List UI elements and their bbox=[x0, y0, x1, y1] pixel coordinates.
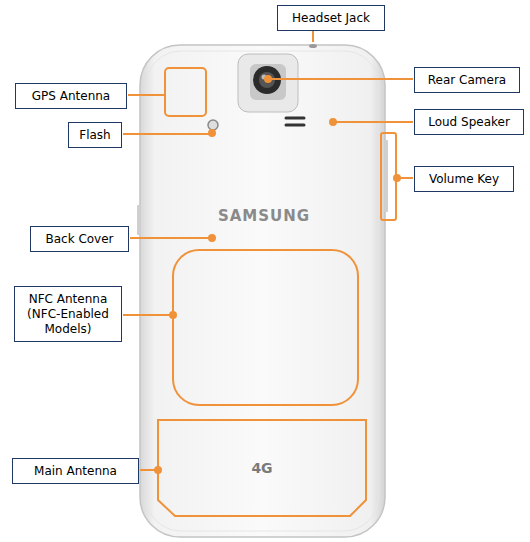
part-callout: GPS Antenna bbox=[15, 83, 127, 109]
callout-text: Flash bbox=[79, 128, 110, 143]
brand-logo: SAMSUNG bbox=[218, 207, 310, 225]
callout-text: GPS Antenna bbox=[32, 89, 110, 104]
part-callout: Rear Camera bbox=[414, 67, 520, 93]
callout-text: Main Antenna bbox=[34, 464, 117, 479]
callout-text: Loud Speaker bbox=[428, 115, 510, 130]
part-callout: Loud Speaker bbox=[414, 109, 524, 135]
part-callout: Flash bbox=[68, 122, 122, 148]
callout-text: Rear Camera bbox=[428, 73, 506, 88]
part-callout: Volume Key bbox=[414, 166, 514, 192]
callout-text: Volume Key bbox=[429, 172, 499, 187]
part-callout: Headset Jack bbox=[277, 5, 385, 31]
part-callout: NFC Antenna (NFC-Enabled Models) bbox=[14, 286, 122, 342]
part-callout: Main Antenna bbox=[12, 458, 139, 484]
part-callout: Back Cover bbox=[30, 226, 129, 252]
callout-text: Back Cover bbox=[45, 232, 113, 247]
network-mark: 4G bbox=[251, 460, 272, 476]
callout-text: Headset Jack bbox=[292, 11, 370, 26]
callout-text: NFC Antenna (NFC-Enabled Models) bbox=[21, 292, 115, 337]
